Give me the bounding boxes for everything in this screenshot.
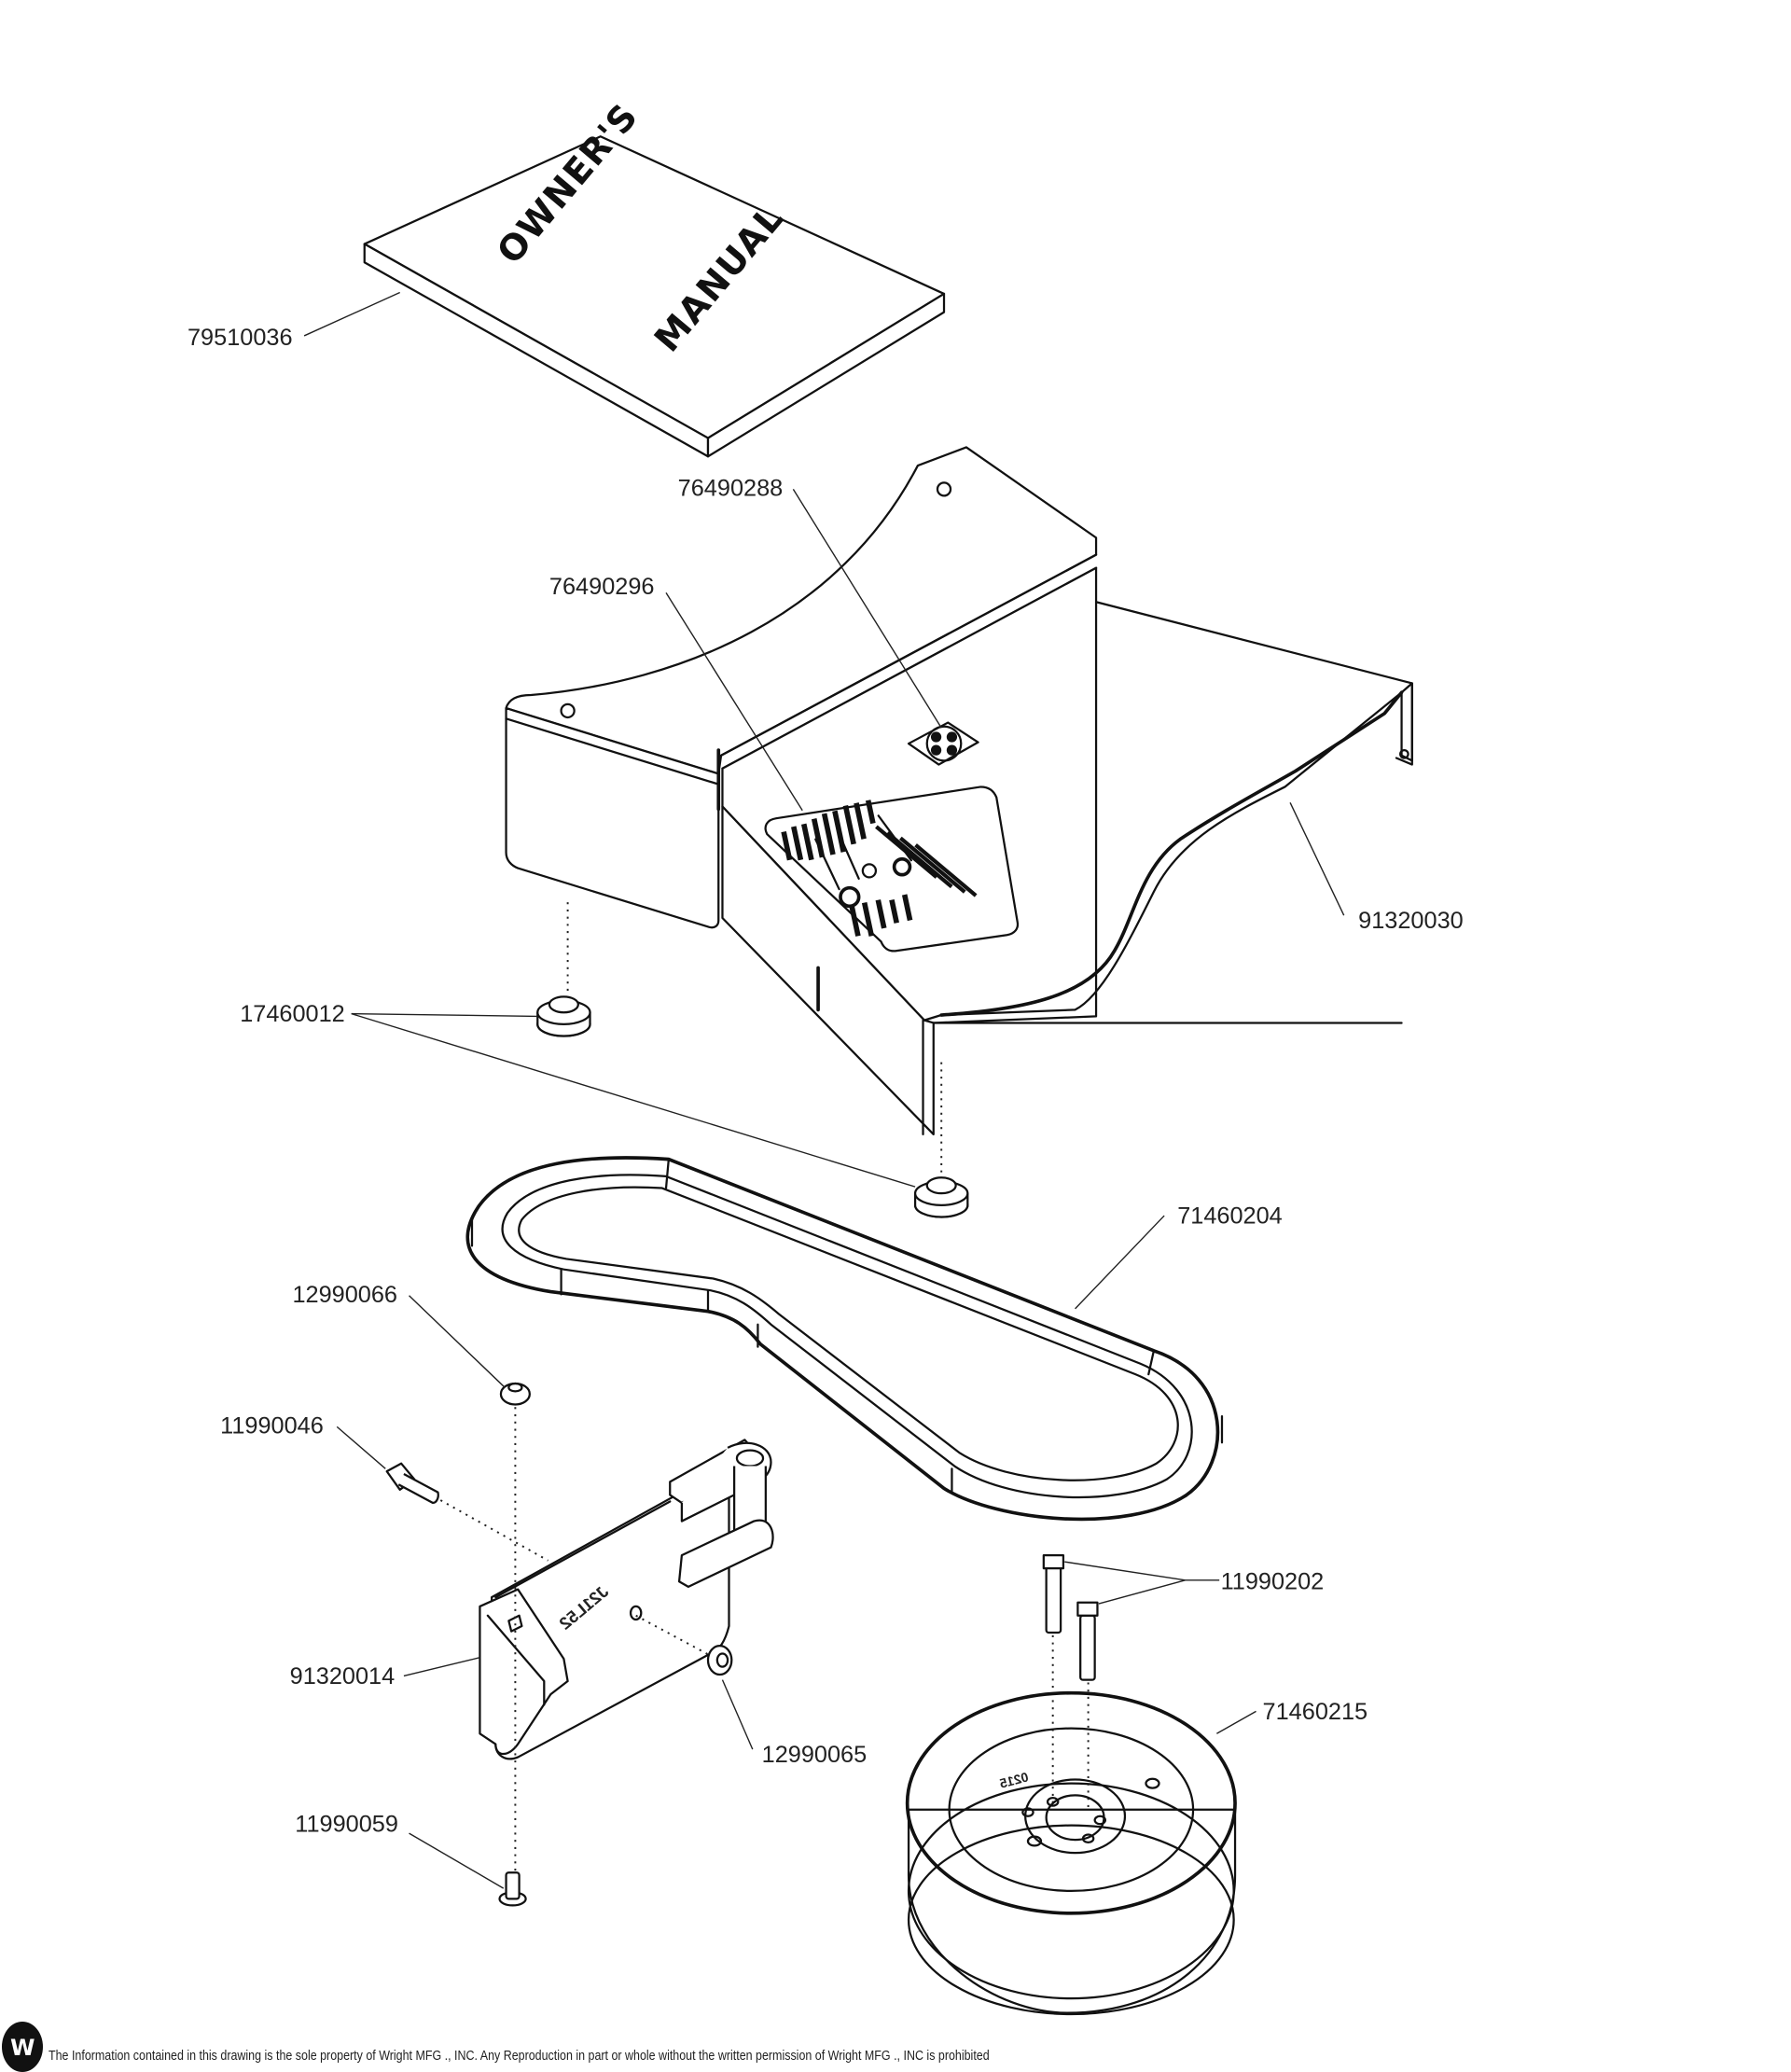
part-labels: 79510036 76490288 76490296 91320030 1746… [187, 325, 1464, 1838]
bumper-right [913, 1062, 969, 1218]
pulley-stamp: 0215 [998, 1769, 1031, 1791]
label-11990059: 11990059 [295, 1812, 398, 1838]
leader-lines [303, 291, 1345, 1889]
copyright-notice: The Information contained in this drawin… [49, 2049, 990, 2064]
logo-letter: W [10, 2035, 35, 2061]
label-11990046: 11990046 [220, 1412, 324, 1439]
label-17460012: 17460012 [240, 1001, 345, 1027]
owners-manual: OWNER'S MANUAL [363, 95, 946, 458]
label-71460215: 71460215 [1263, 1699, 1368, 1725]
label-91320014: 91320014 [290, 1663, 396, 1690]
bolt-pivot [385, 1462, 549, 1562]
label-76490296: 76490296 [549, 574, 655, 600]
label-71460204: 71460204 [1177, 1203, 1283, 1229]
pulley: 0215 [905, 1690, 1237, 2016]
bumper-left [536, 902, 591, 1037]
wright-logo-icon: W [2, 2022, 43, 2072]
belt [465, 1156, 1224, 1522]
label-11990202: 11990202 [1221, 1569, 1325, 1595]
nut-side [706, 1644, 733, 1676]
label-79510036: 79510036 [187, 325, 293, 351]
label-12990065: 12990065 [762, 1742, 868, 1768]
pulley-bolt-2 [1076, 1601, 1099, 1818]
idler-bracket: J21L52 [479, 1439, 774, 1760]
belt-shield [505, 446, 1413, 1136]
label-76490288: 76490288 [678, 475, 784, 501]
bolt-bottom [498, 1871, 527, 1907]
label-12990066: 12990066 [292, 1282, 397, 1308]
nut-top [499, 1382, 531, 1886]
label-91320030: 91320030 [1358, 908, 1464, 934]
pulley-bolt-1 [1042, 1553, 1065, 1803]
decal-belt-routing [764, 786, 1020, 953]
decal-fan [907, 721, 979, 766]
